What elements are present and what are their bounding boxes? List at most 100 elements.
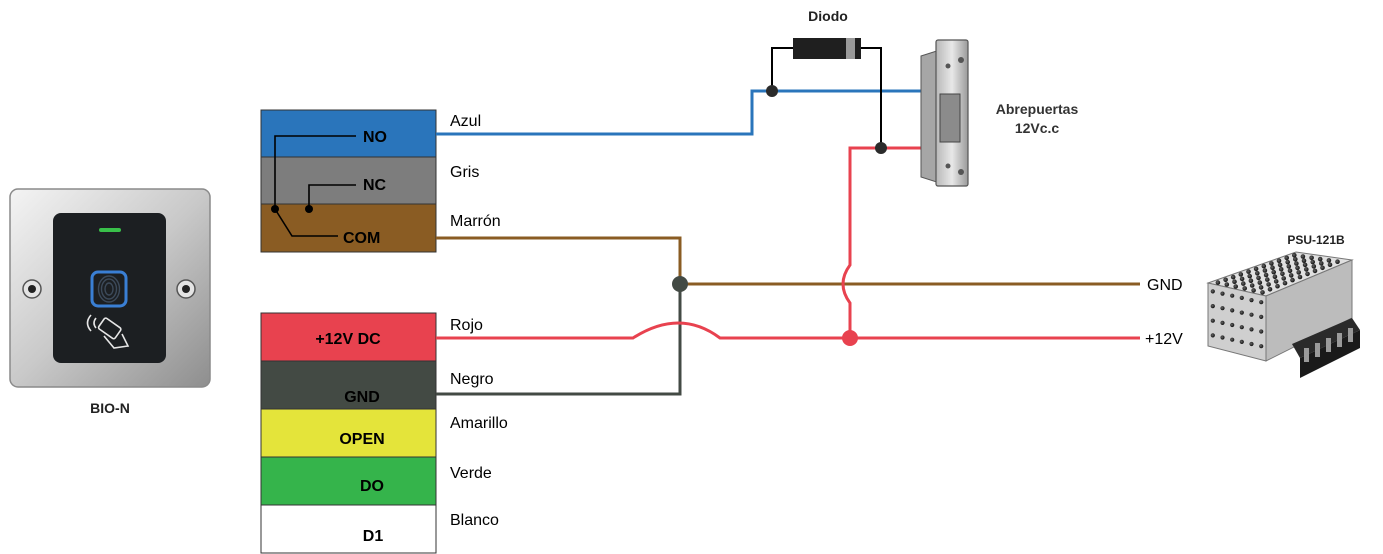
vent-hole (1242, 286, 1247, 291)
vent-hole (1239, 295, 1244, 300)
vent-hole (1284, 255, 1289, 261)
terminal-nc-label: NC (363, 177, 387, 194)
psu-121b: PSU-121B GND +12V (1145, 233, 1360, 378)
vent-hole (1259, 300, 1264, 305)
vent-hole (1256, 275, 1261, 281)
vent-hole (1287, 268, 1293, 274)
diode: Diodo (793, 8, 861, 59)
vent-hole (1230, 308, 1235, 313)
vent-hole (1259, 344, 1264, 349)
wire-red-strike (841, 146, 922, 338)
vent-hole (1267, 287, 1273, 292)
terminal-open-label: OPEN (339, 431, 384, 448)
vent-hole (1241, 281, 1246, 286)
diode-cathode-band (846, 38, 855, 59)
vent-hole (1311, 264, 1317, 269)
vent-hole (1263, 272, 1269, 278)
wire-label-verde: Verde (450, 465, 492, 482)
vent-hole (1248, 278, 1254, 284)
vent-hole (1249, 283, 1255, 288)
psu-terminal-strip (1292, 318, 1360, 378)
terminal-no-label: NO (363, 129, 387, 146)
wire-label-amarillo: Amarillo (450, 415, 508, 432)
vent-hole (1249, 312, 1254, 317)
junction-dot (672, 276, 688, 292)
vent-hole (1272, 274, 1278, 280)
vent-hole (1246, 269, 1251, 274)
vent-hole (1320, 265, 1325, 271)
vent-hole (1335, 259, 1340, 265)
wire-blue (436, 89, 922, 136)
vent-hole (1230, 274, 1236, 280)
vent-hole (1239, 325, 1244, 330)
psu-vent-holes (1210, 252, 1340, 349)
vent-hole (1224, 282, 1230, 287)
vent-hole (1302, 262, 1308, 268)
wire-label-gris: Gris (450, 164, 479, 181)
diode-label: Diodo (808, 8, 848, 24)
vent-hole (1310, 259, 1315, 265)
vent-hole (1280, 271, 1285, 277)
vent-hole (1271, 269, 1276, 275)
vent-hole (1253, 266, 1259, 272)
terminal-nc (260, 156, 437, 205)
vent-hole (1233, 284, 1238, 289)
vent-hole (1220, 335, 1225, 340)
vent-hole (1273, 279, 1279, 284)
vent-hole (1220, 306, 1225, 311)
vent-hole (1230, 337, 1235, 342)
wire-dark-gnd (436, 284, 682, 396)
vent-hole (1230, 322, 1235, 328)
vent-hole (1269, 261, 1274, 266)
vent-hole (1281, 276, 1286, 281)
vent-hole (1286, 264, 1292, 269)
vent-hole (1309, 255, 1314, 261)
vent-hole (1261, 263, 1267, 269)
psu-12v-label: +12V (1145, 331, 1183, 348)
psu-name: PSU-121B (1287, 233, 1345, 247)
device-name: BIO-N (90, 400, 130, 416)
vent-hole (1282, 280, 1288, 286)
vent-hole (1319, 261, 1324, 266)
vent-hole (1317, 256, 1323, 262)
junction-dot (842, 330, 858, 346)
bio-n-reader: BIO-N (9, 188, 211, 416)
vent-hole (1210, 304, 1215, 309)
vent-hole (1251, 288, 1256, 293)
vent-hole (1239, 339, 1244, 344)
vent-hole (1257, 280, 1263, 285)
vent-hole (1265, 277, 1270, 282)
vent-hole (1326, 258, 1332, 263)
vent-hole (1259, 329, 1264, 334)
vent-hole (1300, 254, 1306, 259)
relay-contact-lines (274, 135, 356, 237)
vent-hole (1293, 257, 1298, 262)
vent-hole (1288, 273, 1294, 278)
door-strike: Abrepuertas 12Vc.c (920, 39, 1078, 187)
vent-hole (1220, 291, 1225, 296)
vent-hole (1295, 265, 1300, 271)
strike-label-line2: 12Vc.c (1015, 120, 1060, 136)
vent-hole (1223, 277, 1228, 283)
vent-hole (1305, 271, 1310, 277)
fingerprint-sensor (90, 270, 128, 308)
vent-hole (1277, 262, 1283, 268)
vent-hole (1249, 327, 1254, 332)
wire-brown (436, 236, 1140, 286)
vent-hole (1270, 265, 1275, 271)
terminal-gnd-label: GND (344, 389, 380, 406)
wire-red (436, 321, 1140, 340)
vent-hole (1232, 279, 1237, 285)
wire-diode-lead-left (771, 47, 793, 91)
vent-hole (1220, 320, 1225, 325)
wire-label-rojo: Rojo (450, 317, 483, 334)
terminal-com (260, 203, 437, 253)
wire-label-blanco: Blanco (450, 512, 499, 529)
vent-hole (1260, 290, 1265, 295)
wire-label-azul: Azul (450, 113, 481, 130)
vent-hole (1276, 258, 1282, 264)
vent-hole (1215, 280, 1221, 285)
screw-icon (176, 279, 196, 299)
vent-hole (1210, 333, 1215, 338)
screw-icon (22, 279, 42, 299)
